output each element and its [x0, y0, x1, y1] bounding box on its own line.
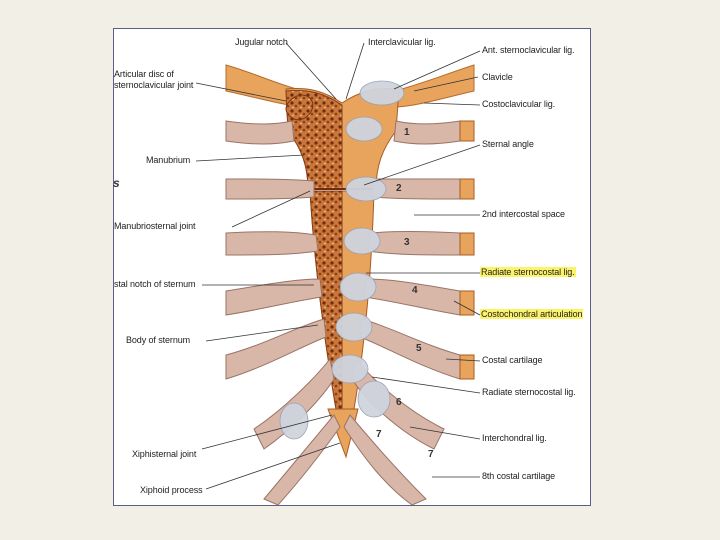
label-xiphisternal-joint: Xiphisternal joint — [132, 449, 197, 459]
rib-number-6: 6 — [396, 397, 402, 408]
label-radiate-sternocostal-lig-highlighted: Radiate sternocostal lig. — [480, 267, 576, 277]
anatomy-figure: 1 2 3 4 5 6 7 7 Jugular notch Interclavi… — [113, 28, 591, 506]
label-interclavicular-lig: Interclavicular lig. — [368, 37, 436, 47]
label-interchondral-lig: Interchondral lig. — [482, 433, 547, 443]
stray-letter: s — [113, 176, 120, 190]
label-articular-disc-2: sternoclavicular joint — [114, 80, 194, 90]
right-cartilage-5 — [359, 318, 461, 380]
articular-disc — [285, 94, 314, 121]
rib-number-5: 5 — [416, 343, 422, 354]
left-cartilage-2 — [225, 178, 315, 200]
label-costal-cartilage: Costal cartilage — [482, 355, 543, 365]
label-articular-disc-1: Articular disc of — [114, 69, 174, 79]
label-sternal-angle: Sternal angle — [482, 139, 534, 149]
rib-number-3: 3 — [404, 237, 410, 248]
rib-end-1 — [459, 120, 475, 142]
label-manubrium: Manubrium — [146, 155, 191, 165]
right-cartilage-7 — [343, 414, 427, 505]
rib-end-2 — [459, 178, 475, 200]
left-cartilage-7 — [263, 414, 341, 505]
left-cartilage-5 — [225, 318, 327, 380]
rib-end-3 — [459, 232, 475, 256]
left-cartilage-4 — [225, 278, 323, 316]
left-cartilage-1 — [225, 120, 295, 145]
radiate-ligaments — [279, 80, 405, 440]
right-cartilage-3 — [367, 231, 461, 256]
label-costochondral-articulation: Costochondral articulation — [480, 309, 584, 319]
sternum-illustration: 1 2 3 4 5 6 7 7 — [195, 42, 481, 505]
leader-lines — [195, 42, 481, 490]
label-clavicle: Clavicle — [482, 72, 513, 82]
rib-number-7-right: 7 — [428, 449, 434, 460]
label-costoclavicular-lig: Costoclavicular lig. — [482, 99, 556, 109]
left-cartilage-3 — [225, 231, 319, 256]
rib-number-2: 2 — [396, 183, 402, 194]
label-jugular-notch: Jugular notch — [235, 37, 288, 47]
rib-end-5 — [459, 354, 475, 380]
label-eighth-costal-cartilage: 8th costal cartilage — [482, 471, 556, 481]
rib-number-1: 1 — [404, 127, 410, 138]
label-ant-sternoclavicular-lig: Ant. sternoclavicular lig. — [482, 45, 575, 55]
label-xiphoid-process: Xiphoid process — [140, 485, 203, 495]
label-second-intercostal-space: 2nd intercostal space — [482, 209, 565, 219]
label-body-of-sternum: Body of sternum — [126, 335, 191, 345]
label-costal-notch: stal notch of sternum — [114, 279, 196, 289]
rib-number-4: 4 — [412, 285, 418, 296]
label-radiate-sternocostal-lig: Radiate sternocostal lig. — [482, 387, 576, 397]
rib-end-4 — [459, 290, 475, 316]
label-manubriosternal-joint: Manubriosternal joint — [114, 221, 196, 231]
rib-number-7-left: 7 — [376, 429, 382, 440]
rib-numbers: 1 2 3 4 5 6 7 7 — [376, 127, 434, 460]
